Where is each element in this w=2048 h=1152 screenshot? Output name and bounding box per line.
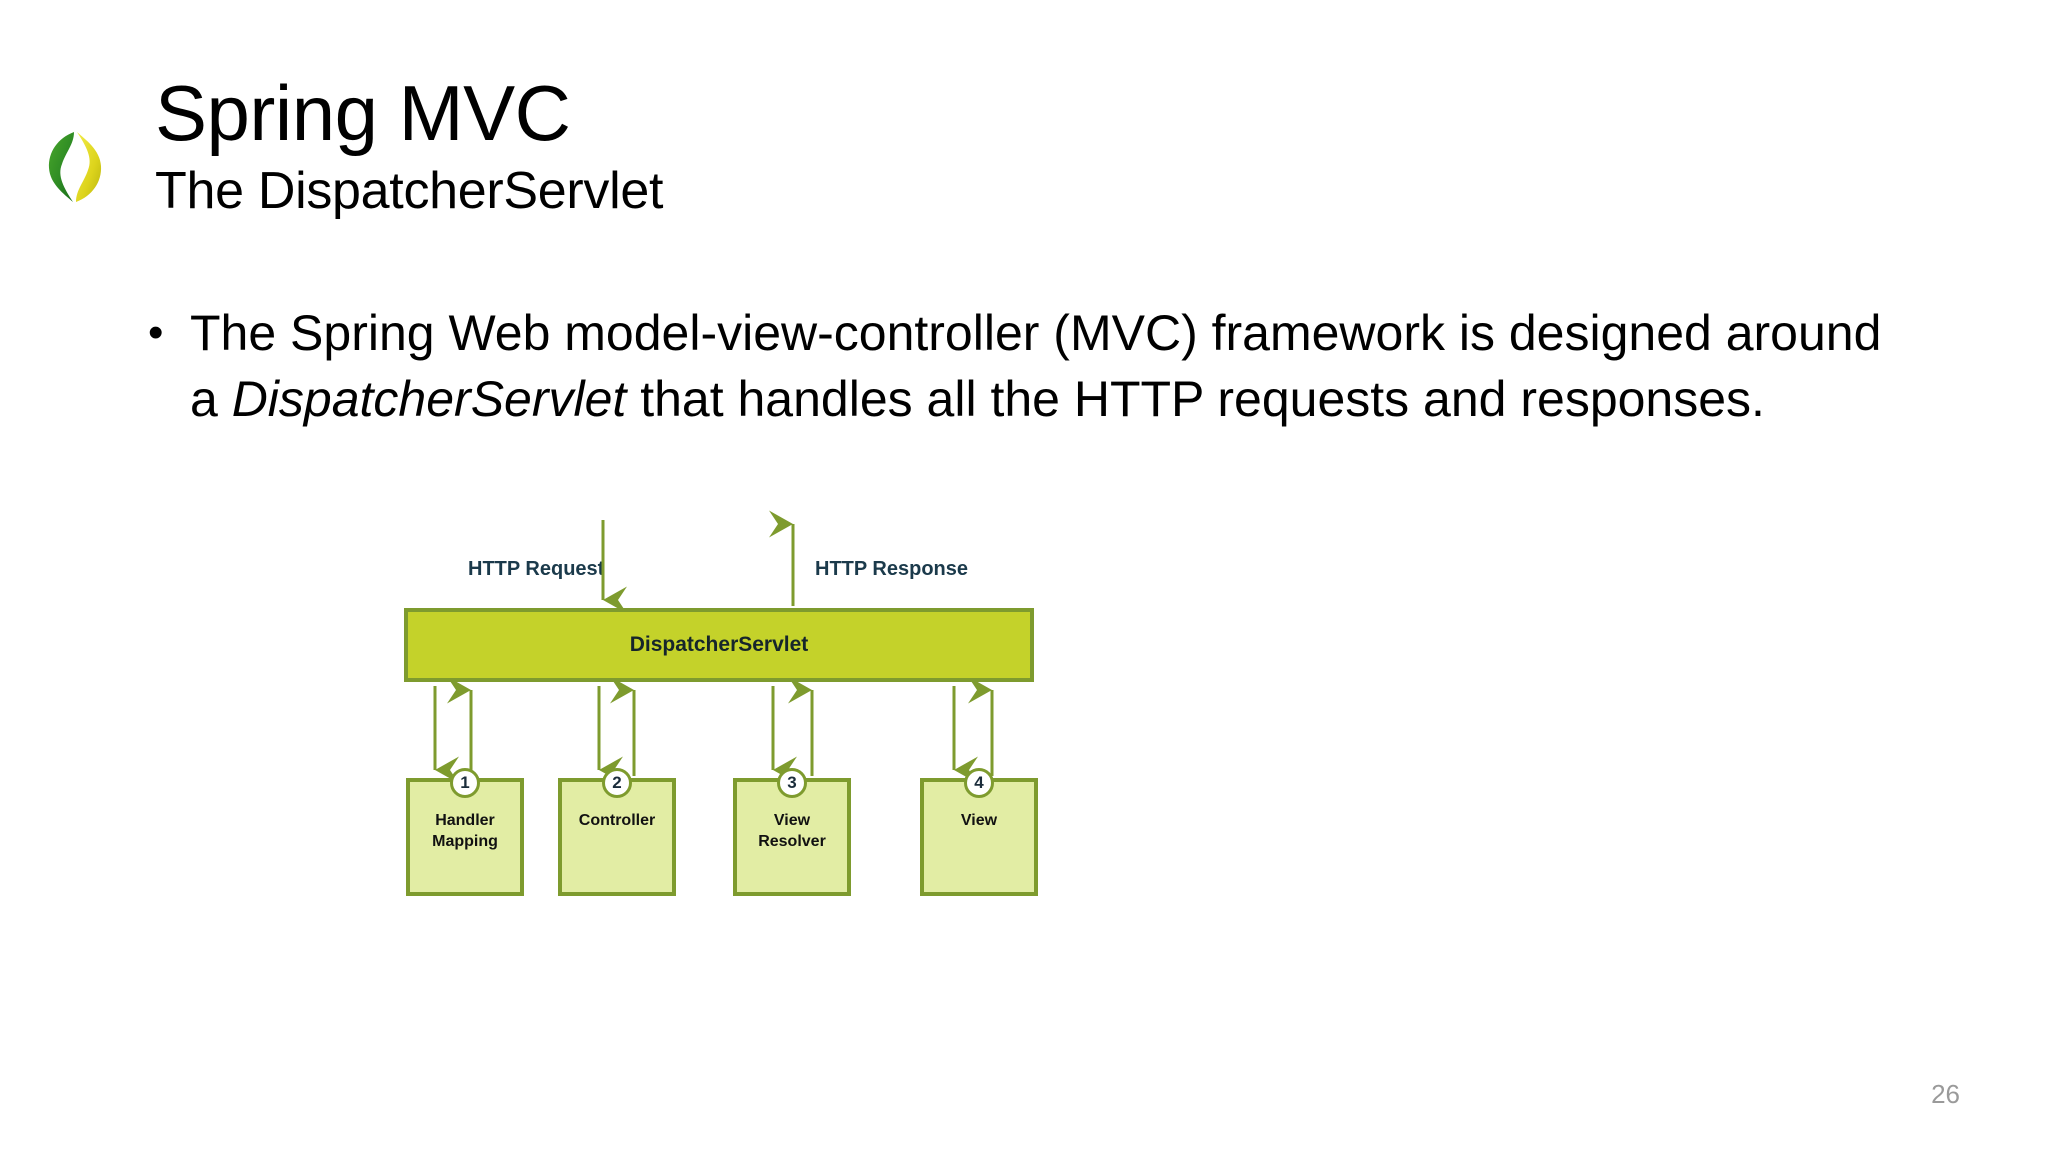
node-label-handler-mapping: Handler Mapping bbox=[432, 812, 498, 850]
node-badge-1: 1 bbox=[450, 768, 480, 798]
node-controller: 2 Controller bbox=[558, 768, 676, 896]
node-label-view: View bbox=[960, 812, 998, 829]
spring-leaf-logo bbox=[40, 128, 110, 206]
node-label-controller: Controller bbox=[578, 812, 656, 829]
node-badge-2: 2 bbox=[602, 768, 632, 798]
node-badge-4: 4 bbox=[964, 768, 994, 798]
bullet-text-emphasis: DispatcherServlet bbox=[231, 371, 627, 427]
node-badge-3: 3 bbox=[777, 768, 807, 798]
bullet-text-lead: The Spring Web model-view-controller (MV… bbox=[190, 305, 1882, 427]
http-request-label: HTTP Request bbox=[468, 558, 605, 580]
dispatcher-servlet-box: DispatcherServlet bbox=[404, 608, 1034, 682]
dispatcher-servlet-label: DispatcherServlet bbox=[629, 633, 809, 656]
node-view: 4 View bbox=[920, 768, 1038, 896]
page-subtitle: The DispatcherServlet bbox=[155, 162, 664, 220]
bullet-item: • The Spring Web model-view-controller (… bbox=[148, 300, 1948, 432]
http-response-label: HTTP Response bbox=[815, 558, 968, 580]
node-handler-mapping: 1 Handler Mapping bbox=[406, 768, 524, 896]
node-label-view-resolver: View Resolver bbox=[758, 812, 826, 850]
page-title: Spring MVC bbox=[155, 69, 571, 157]
node-view-resolver: 3 View Resolver bbox=[733, 768, 851, 896]
bullet-text-tail: that handles all the HTTP requests and r… bbox=[626, 371, 1765, 427]
body-content: • The Spring Web model-view-controller (… bbox=[148, 300, 1948, 432]
bullet-marker: • bbox=[148, 308, 164, 357]
diagram-arrows bbox=[433, 510, 994, 784]
page-number: 26 bbox=[1931, 1079, 1960, 1109]
bullet-paragraph: The Spring Web model-view-controller (MV… bbox=[190, 300, 1920, 432]
title-block: Spring MVC The DispatcherServlet bbox=[155, 70, 663, 222]
dispatcher-flow-diagram: HTTP Request HTTP Response bbox=[400, 510, 1100, 1040]
